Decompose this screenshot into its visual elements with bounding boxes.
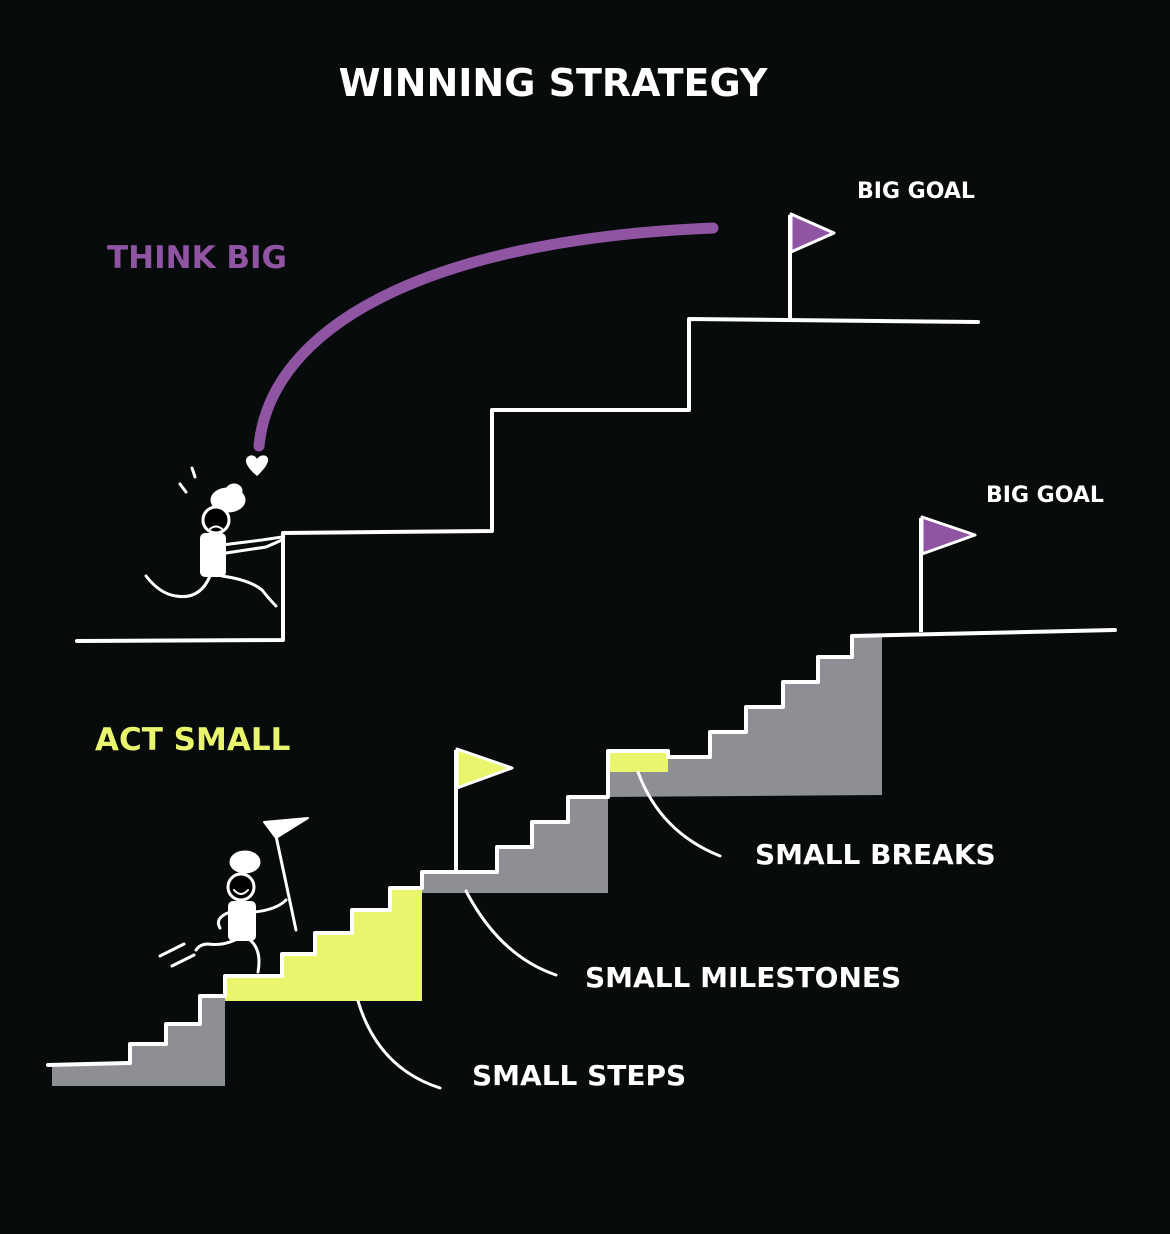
callout-line-steps <box>356 999 442 1090</box>
callout-small-steps: SMALL STEPS <box>472 1059 686 1092</box>
think-big-arc <box>253 222 719 452</box>
act-small-section: ACT SMALL BIG GOAL <box>46 483 1117 1092</box>
small-staircase <box>46 628 1117 1067</box>
think-big-section: THINK BIG BIG GOAL <box>75 179 980 643</box>
callout-small-milestones: SMALL MILESTONES <box>585 961 901 994</box>
think-big-label: THINK BIG <box>107 240 287 276</box>
steps-fill-yellow-1 <box>225 888 422 1001</box>
heart-icon <box>245 455 269 476</box>
steps-fill-gray-3 <box>608 636 882 797</box>
steps-fill-gray-2 <box>422 797 608 893</box>
top-big-goal-label: BIG GOAL <box>857 179 975 204</box>
struggling-figure <box>144 466 284 608</box>
callout-line-milestones <box>464 889 558 977</box>
top-goal-flag <box>788 212 836 318</box>
happy-figure <box>158 817 309 974</box>
title: WINNING STRATEGY <box>339 61 768 105</box>
bottom-goal-flag <box>919 515 977 632</box>
big-staircase <box>75 317 980 643</box>
milestone-flag <box>454 747 514 870</box>
callout-small-breaks: SMALL BREAKS <box>755 838 996 871</box>
steps-fill-yellow-2 <box>608 751 668 772</box>
bottom-big-goal-label: BIG GOAL <box>986 483 1104 508</box>
callout-line-breaks <box>636 770 722 858</box>
act-small-label: ACT SMALL <box>95 722 290 758</box>
